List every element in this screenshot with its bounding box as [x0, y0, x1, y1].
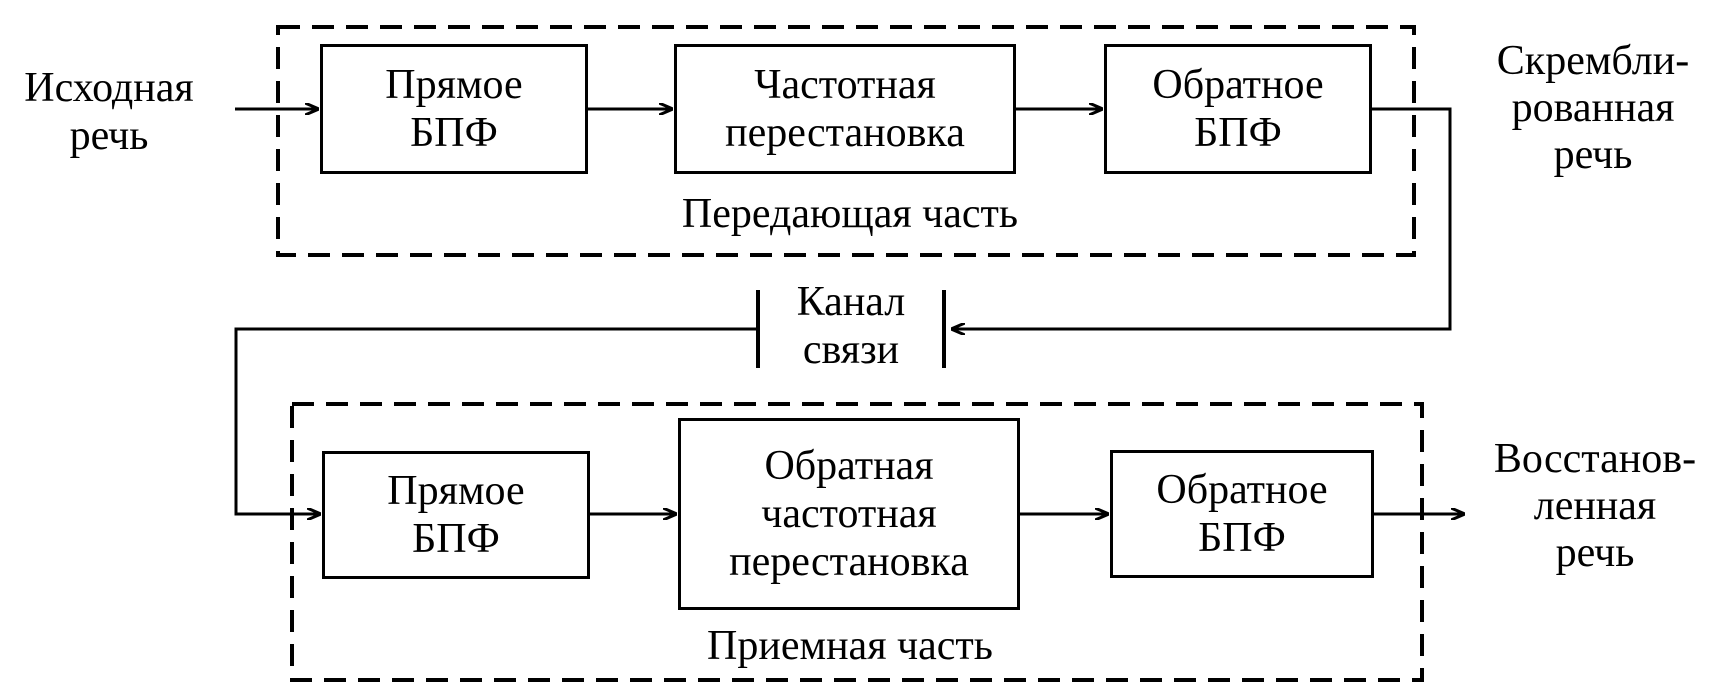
receive-section-title: Приемная часть — [707, 623, 993, 669]
line-channel-to-receiver — [234, 327, 758, 514]
tx-inverse-fft-block: Обратное БПФ — [1104, 44, 1372, 174]
line-scrambled-to-channel — [952, 107, 1452, 329]
rx-inverse-fft-block: Обратное БПФ — [1110, 450, 1374, 578]
restored-speech-label: Восстанов- ленная речь — [1493, 436, 1697, 577]
rx-inverse-frequency-permutation-block: Обратная частотная перестановка — [678, 418, 1020, 610]
transmit-section-title: Передающая часть — [681, 191, 1019, 237]
rx-forward-fft-block: Прямое БПФ — [322, 451, 590, 579]
input-speech-label: Исходная речь — [24, 65, 194, 160]
tx-forward-fft-block: Прямое БПФ — [320, 44, 588, 174]
channel-label: Канал связи — [796, 279, 906, 374]
scrambled-speech-label: Скрембли- рованная речь — [1496, 38, 1690, 179]
receive-section-frame — [290, 402, 1424, 682]
tx-frequency-permutation-block: Частотная перестановка — [674, 44, 1016, 174]
